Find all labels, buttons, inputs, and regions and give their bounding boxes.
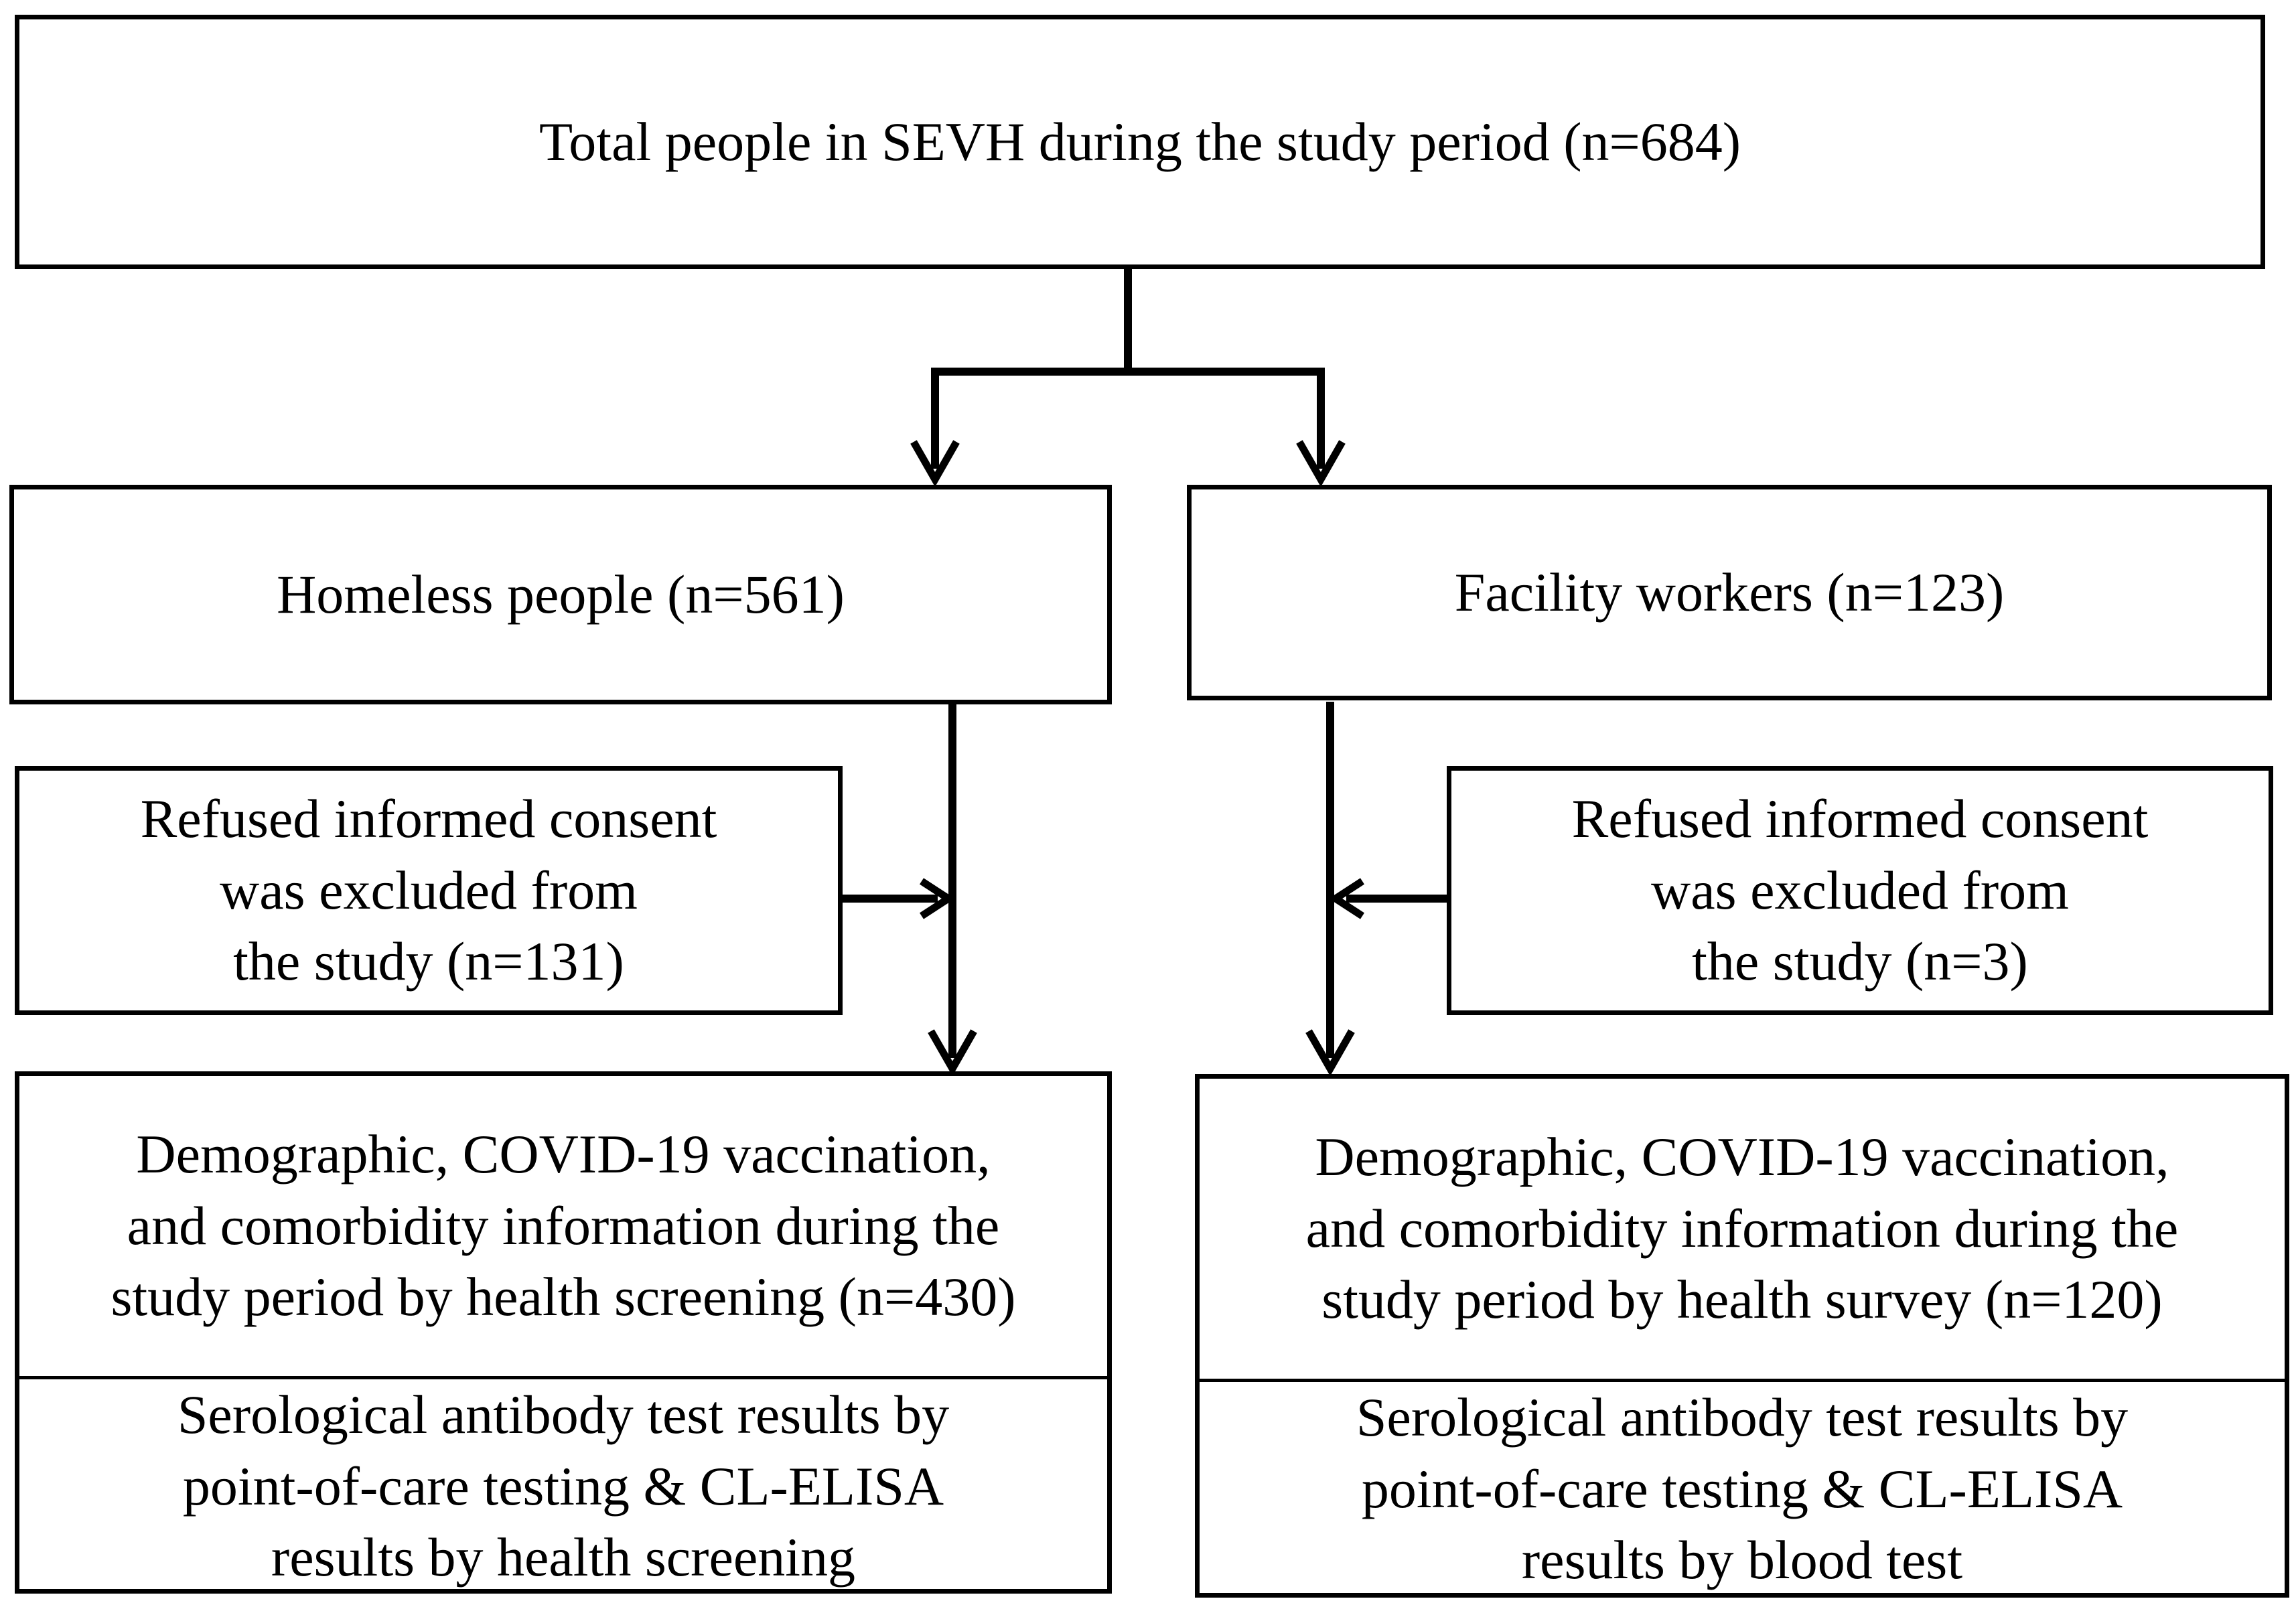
left-excluded-line-2: was excluded from (220, 859, 638, 921)
right-results-stack: Demographic, COVID-19 vaccination, and c… (1195, 1074, 2289, 1598)
right-info-text: Demographic, COVID-19 vaccination, and c… (1306, 1122, 2179, 1336)
left-info-cell: Demographic, COVID-19 vaccination, and c… (19, 1076, 1107, 1379)
left-results-stack: Demographic, COVID-19 vaccination, and c… (15, 1071, 1112, 1594)
left-main-arrowhead (928, 1029, 977, 1077)
right-exclusion-arrowhead (1328, 878, 1364, 919)
right-serology-line-1: Serological antibody test results by (1356, 1387, 2129, 1448)
right-info-line-2: and comorbidity information during the (1305, 1197, 2179, 1259)
facility-workers-box: Facility workers (n=123) (1187, 485, 2272, 700)
total-people-box: Total people in SEVH during the study pe… (15, 15, 2265, 269)
right-excluded-line-1: Refused informed consent (1571, 788, 2149, 850)
right-split-arrowhead (1296, 440, 1346, 487)
facility-workers-text: Facility workers (n=123) (1454, 561, 2005, 623)
right-serology-line-3: results by blood test (1521, 1529, 1963, 1591)
left-info-line-2: and comorbidity information during the (127, 1195, 1000, 1256)
right-excluded-text: Refused informed consent was excluded fr… (1572, 783, 2149, 998)
left-serology-line-1: Serological antibody test results by (177, 1384, 950, 1445)
right-main-arrowhead (1305, 1029, 1355, 1077)
right-info-cell: Demographic, COVID-19 vaccination, and c… (1200, 1079, 2285, 1382)
left-serology-line-2: point-of-care testing & CL-ELISA (182, 1455, 944, 1517)
right-excluded-line-3: the study (n=3) (1692, 931, 2028, 992)
left-serology-line-3: results by health screening (271, 1527, 856, 1588)
right-info-line-3: study period by health survey (n=120) (1321, 1269, 2163, 1330)
left-excluded-text: Refused informed consent was excluded fr… (141, 783, 717, 998)
right-excluded-box: Refused informed consent was excluded fr… (1447, 766, 2273, 1015)
left-info-line-3: study period by health screening (n=430) (111, 1266, 1016, 1328)
total-people-text: Total people in SEVH during the study pe… (539, 110, 1741, 172)
left-info-line-1: Demographic, COVID-19 vaccination, (136, 1124, 991, 1185)
homeless-people-text: Homeless people (n=561) (277, 563, 845, 625)
left-excluded-line-1: Refused informed consent (140, 788, 717, 850)
right-serology-text: Serological antibody test results by poi… (1356, 1382, 2128, 1596)
homeless-people-box: Homeless people (n=561) (9, 485, 1112, 704)
left-split-arrowhead (910, 440, 960, 487)
right-serology-cell: Serological antibody test results by poi… (1200, 1382, 2285, 1596)
right-info-line-1: Demographic, COVID-19 vaccination, (1315, 1126, 2169, 1188)
right-excluded-line-2: was excluded from (1651, 859, 2069, 921)
right-serology-line-2: point-of-care testing & CL-ELISA (1361, 1458, 2123, 1519)
left-info-text: Demographic, COVID-19 vaccination, and c… (111, 1119, 1015, 1333)
left-exclusion-arrowhead (920, 878, 956, 919)
left-excluded-box: Refused informed consent was excluded fr… (15, 766, 843, 1015)
left-excluded-line-3: the study (n=131) (233, 931, 624, 992)
left-serology-cell: Serological antibody test results by poi… (19, 1379, 1107, 1594)
left-serology-text: Serological antibody test results by poi… (177, 1379, 949, 1594)
